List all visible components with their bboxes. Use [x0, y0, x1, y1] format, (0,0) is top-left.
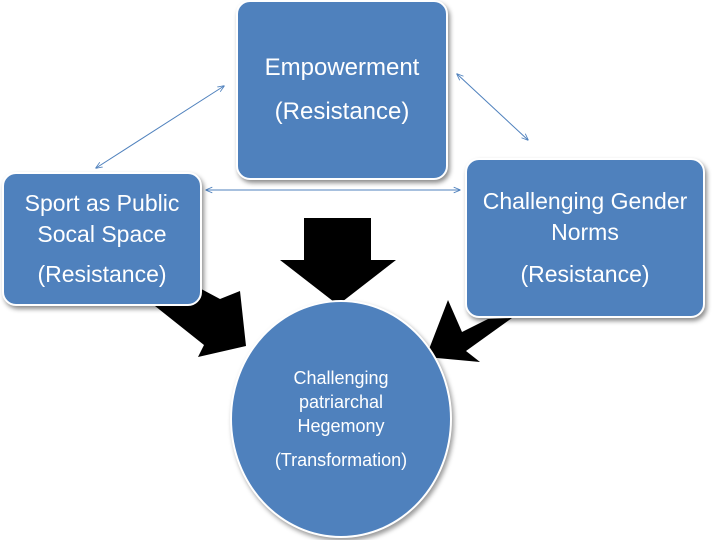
gender-title-line-1: Challenging Gender: [482, 188, 688, 214]
sport-tag: (Resistance): [37, 261, 167, 287]
center-line-3: Hegemony: [297, 416, 385, 436]
block-arrow-right-diagonal: [426, 300, 512, 362]
challenging-gender-norms-node: Challenging Gender Norms (Resistance): [465, 158, 705, 318]
center-tag: (Transformation): [274, 450, 408, 470]
connector-top-right: [457, 74, 528, 140]
empowerment-title: Empowerment: [264, 54, 420, 81]
center-line-2: patriarchal: [298, 392, 384, 412]
sport-title-line-1: Sport as Public: [24, 190, 180, 216]
gender-tag: (Resistance): [520, 261, 650, 287]
sport-public-space-node: Sport as Public Socal Space (Resistance): [2, 172, 202, 306]
block-arrow-down: [280, 218, 396, 305]
sport-title-line-2: Socal Space: [37, 221, 167, 247]
center-line-1: Challenging: [293, 368, 389, 388]
patriarchal-hegemony-node: Challenging patriarchal Hegemony (Transf…: [230, 300, 452, 538]
empowerment-tag: (Resistance): [274, 98, 410, 125]
empowerment-node: Empowerment (Resistance): [236, 0, 448, 180]
connector-top-left: [96, 86, 224, 168]
gender-title-line-2: Norms: [551, 219, 619, 245]
